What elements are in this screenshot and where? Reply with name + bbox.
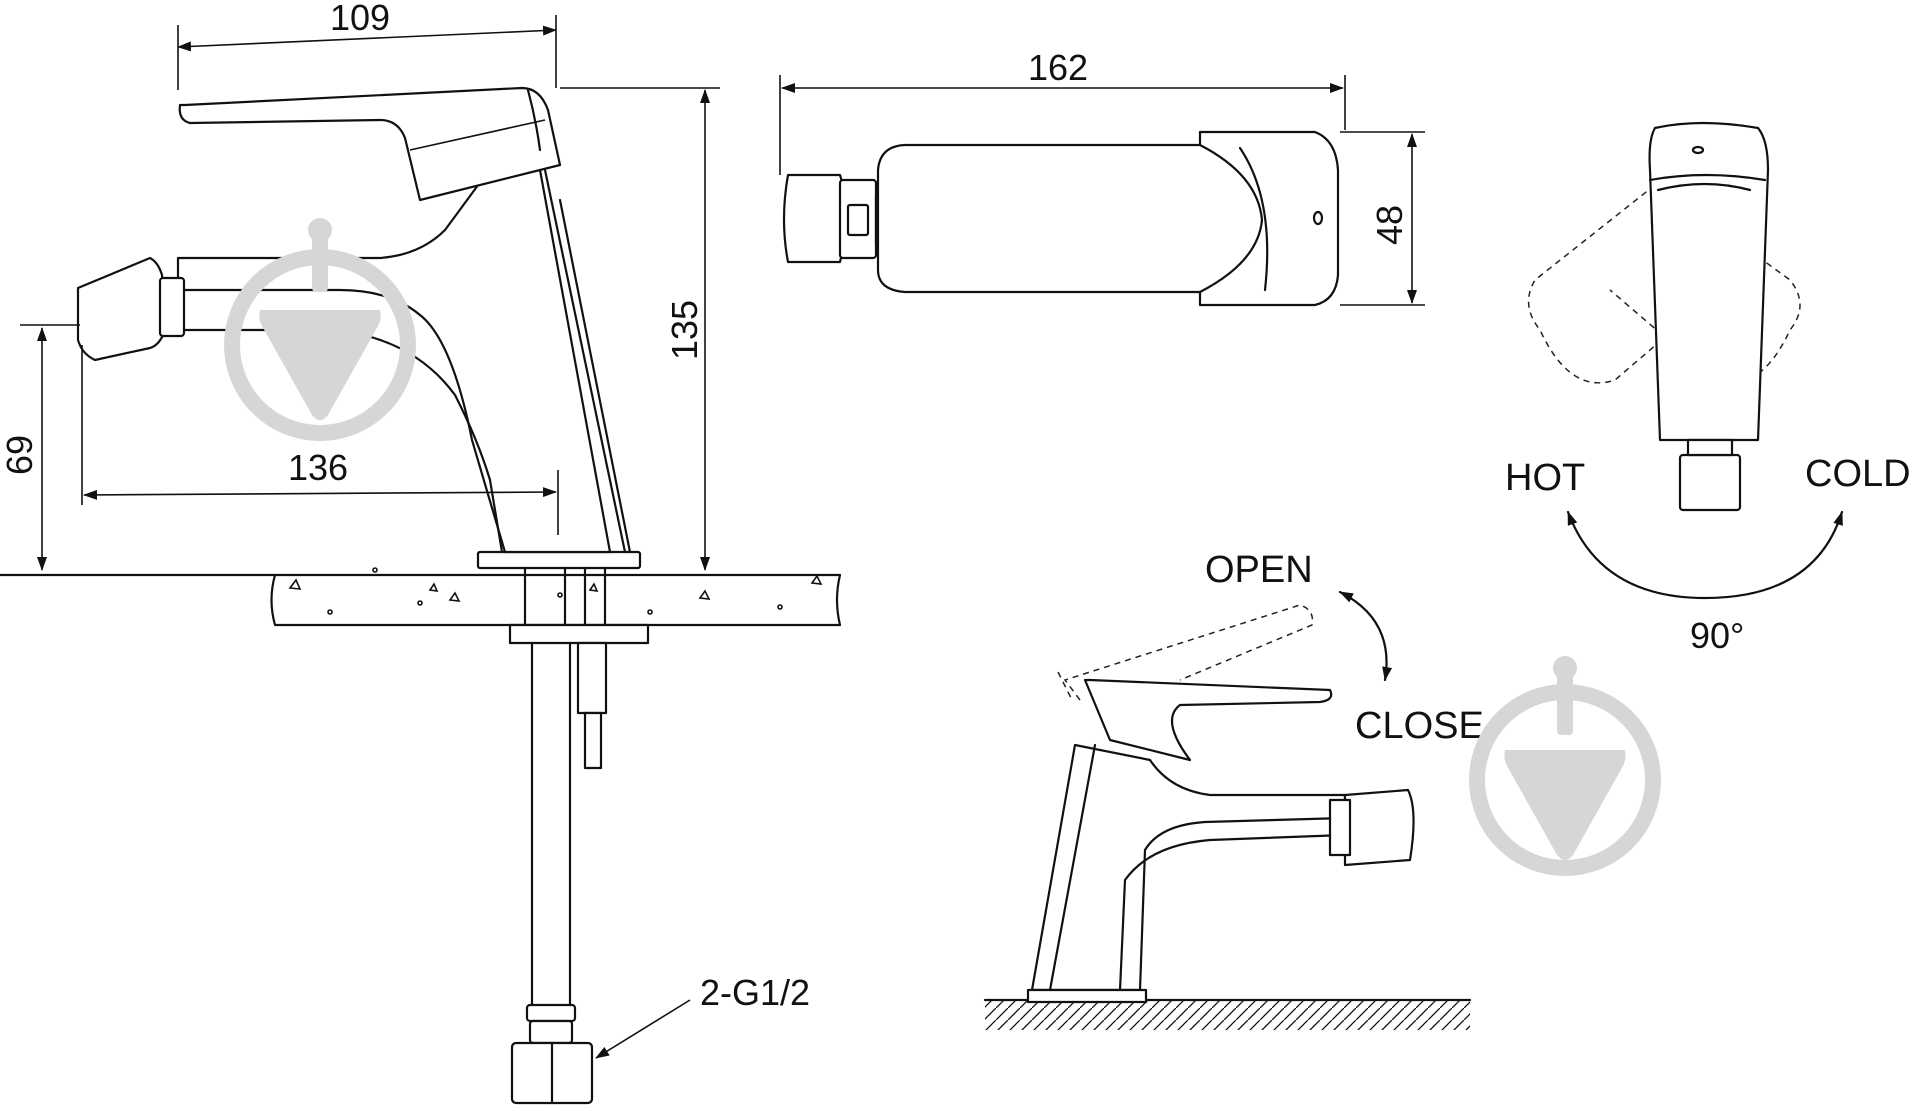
operation-ground-hatch	[985, 1000, 1470, 1030]
flexible-hose	[510, 641, 594, 1105]
aerator	[76, 256, 186, 362]
front-view: HOT COLD 90°	[1505, 121, 1911, 656]
dimension-label-136: 136	[288, 447, 348, 488]
dimension-label-135: 135	[664, 300, 705, 360]
connection-callout: 2-G1/2	[595, 972, 810, 1059]
top-view-aerator	[782, 173, 894, 264]
dimension-label-48: 48	[1369, 205, 1410, 245]
dimension-lever-reach: 109	[177, 0, 557, 90]
faucet-body	[543, 168, 632, 554]
dimension-total-length: 162	[779, 47, 1346, 175]
countertop-speckles	[288, 567, 823, 615]
top-view-body	[876, 143, 1264, 294]
front-view-aerator	[1678, 453, 1742, 512]
side-view: 109 135 69 136 2-G1/2	[0, 0, 842, 1105]
watermark-right	[1469, 656, 1661, 876]
operation-view: OPEN CLOSE	[983, 549, 1484, 1030]
connection-label: 2-G1/2	[700, 972, 810, 1013]
watermark-left	[224, 218, 416, 441]
mounting-nut	[508, 623, 650, 645]
lever-handle	[178, 86, 562, 202]
dimension-total-height: 135	[560, 87, 720, 571]
close-label: CLOSE	[1355, 705, 1484, 747]
operation-body	[1030, 743, 1347, 992]
open-close-arc	[1338, 590, 1393, 682]
top-view-lever	[1198, 130, 1340, 307]
base-plate	[476, 550, 642, 570]
spout	[176, 156, 612, 554]
dimension-spout-height: 69	[0, 324, 80, 571]
rotation-angle-label: 90°	[1690, 615, 1744, 656]
dimension-label-109: 109	[330, 0, 390, 38]
rotation-arc	[1566, 510, 1844, 600]
threaded-stud	[576, 641, 608, 715]
countertop	[0, 573, 842, 627]
operation-lever	[1083, 678, 1333, 762]
cold-label: COLD	[1805, 453, 1911, 495]
dimension-label-69: 69	[0, 435, 40, 475]
top-view: 162 48	[779, 47, 1425, 307]
front-view-body	[1648, 121, 1770, 442]
hot-label: HOT	[1505, 457, 1585, 499]
dimension-body-width: 48	[1340, 131, 1425, 306]
dimension-spout-reach: 136	[81, 345, 559, 535]
dimension-label-162: 162	[1028, 47, 1088, 88]
operation-aerator	[1343, 788, 1415, 867]
open-label: OPEN	[1205, 549, 1313, 591]
